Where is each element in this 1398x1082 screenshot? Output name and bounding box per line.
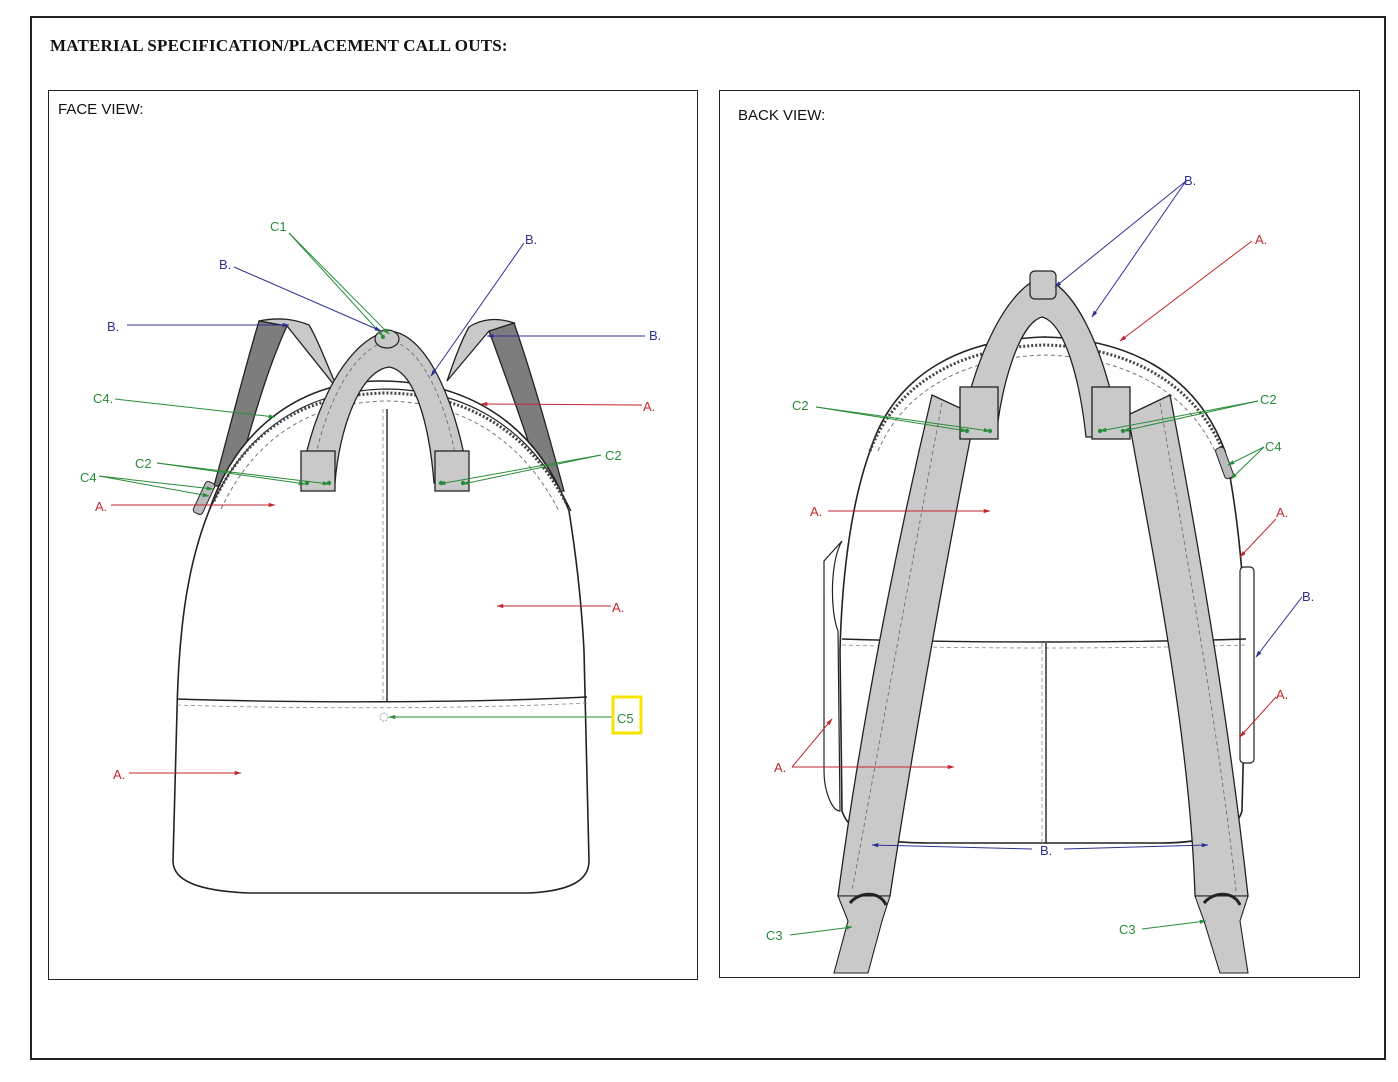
back-view-label: BACK VIEW: [738, 107, 826, 124]
callout-a-lower-left: A. [774, 760, 786, 775]
callout-b-right-strap: B. [649, 328, 661, 343]
callout-c2-left: C2 [792, 398, 809, 413]
callout-c4: C4 [1265, 439, 1282, 454]
callout-b-top-right: B. [525, 232, 537, 247]
face-view-drawing: C1 B. B. B. B. C4. A. C2 C2 C4 A. A. C5 … [80, 219, 661, 894]
callout-a-right-mid: A. [612, 600, 624, 615]
face-view-label: FACE VIEW: [58, 101, 144, 118]
spec-sheet: MATERIAL SPECIFICATION/PLACEMENT CALL OU… [30, 16, 1386, 1060]
face-bag-body [172, 380, 590, 894]
callout-b-top: B. [219, 257, 231, 272]
callout-c4-upper: C4. [93, 391, 113, 406]
callout-c3-left: C3 [766, 928, 783, 943]
callout-b-right: B. [1302, 589, 1314, 604]
callout-c4-lower: C4 [80, 470, 97, 485]
face-callout-lines [98, 232, 645, 776]
callout-b-bottom: B. [1040, 843, 1052, 858]
callout-c2-right: C2 [605, 448, 622, 463]
callout-c3-right: C3 [1119, 922, 1136, 937]
callout-a-right-upper: A. [1276, 505, 1288, 520]
back-callout-lines [789, 180, 1303, 936]
callout-b-left-strap: B. [107, 319, 119, 334]
back-callout-labels: B. A. C2 C2 C4 A. A. B. A. A. B. C3 C3 [766, 173, 1314, 943]
callout-c2-left: C2 [135, 456, 152, 471]
face-callout-labels: C1 B. B. B. B. C4. A. C2 C2 C4 A. A. C5 … [80, 219, 661, 782]
c5-highlight-box [611, 695, 643, 735]
callout-a-right-lower: A. [1276, 687, 1288, 702]
callout-b-top: B. [1184, 173, 1196, 188]
face-view-panel: FACE VIEW: [48, 90, 698, 980]
callout-c1: C1 [270, 219, 287, 234]
callout-a-bottom: A. [113, 767, 125, 782]
callout-c5: C5 [617, 711, 634, 726]
callout-a-top: A. [1255, 232, 1267, 247]
back-view-drawing: B. A. C2 C2 C4 A. A. B. A. A. B. C3 C3 [766, 173, 1314, 974]
callout-a-left: A. [95, 499, 107, 514]
callout-a-mid-left: A. [810, 504, 822, 519]
callout-a-upper-right: A. [643, 399, 655, 414]
back-view-panel: BACK VIEW: [719, 90, 1360, 978]
sheet-title: MATERIAL SPECIFICATION/PLACEMENT CALL OU… [50, 36, 508, 55]
callout-c2-right: C2 [1260, 392, 1277, 407]
back-shoulder-straps [833, 394, 1249, 974]
